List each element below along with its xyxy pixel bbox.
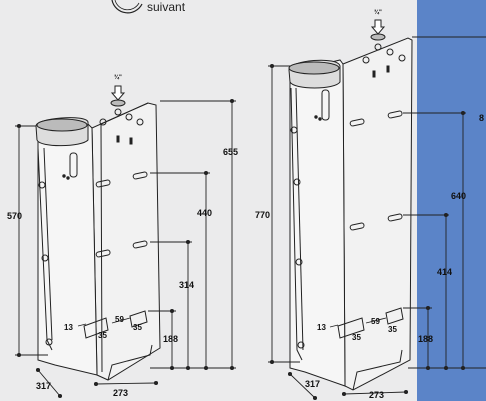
header-text: suivant — [147, 0, 186, 14]
left-dim-273: 273 — [113, 388, 128, 398]
left-dim-314: 314 — [179, 280, 194, 290]
right-dim-770: 770 — [255, 210, 270, 220]
right-dim-188: 188 — [418, 334, 433, 344]
header-circle — [111, 0, 143, 14]
left-unit-labels: ¾" 655 440 314 188 570 59 35 35 13 317 2… — [7, 74, 238, 398]
right-unit-dimensions — [268, 36, 486, 401]
right-dim-640: 640 — [451, 191, 466, 201]
right-dim-8: 8 — [479, 113, 484, 123]
right-dim-35a: 35 — [352, 333, 361, 342]
right-dim-414: 414 — [437, 267, 452, 277]
right-unit-labels: ¾" 8 640 414 188 770 59 35 35 13 317 273 — [255, 9, 484, 400]
left-dim-59: 59 — [115, 315, 124, 324]
left-dim-35b: 35 — [133, 323, 142, 332]
left-pipe-label: ¾" — [114, 74, 122, 81]
right-pipe-label: ¾" — [374, 9, 382, 16]
left-dim-440: 440 — [197, 208, 212, 218]
left-dim-35a: 35 — [98, 331, 107, 340]
left-dim-317: 317 — [36, 381, 51, 391]
left-dim-188: 188 — [163, 334, 178, 344]
left-dim-13: 13 — [64, 323, 73, 332]
right-dim-273: 273 — [369, 390, 384, 400]
right-unit-drawing — [288, 19, 413, 391]
left-unit-drawing — [35, 85, 161, 381]
right-dim-317: 317 — [305, 379, 320, 389]
right-unit-side — [289, 59, 346, 387]
left-dim-655: 655 — [223, 147, 238, 157]
right-dim-35b: 35 — [388, 325, 397, 334]
left-dim-570: 570 — [7, 211, 22, 221]
left-unit-dimensions — [15, 98, 236, 399]
right-dim-13: 13 — [317, 323, 326, 332]
blue-side-panel — [417, 0, 486, 401]
right-dim-59: 59 — [371, 317, 380, 326]
